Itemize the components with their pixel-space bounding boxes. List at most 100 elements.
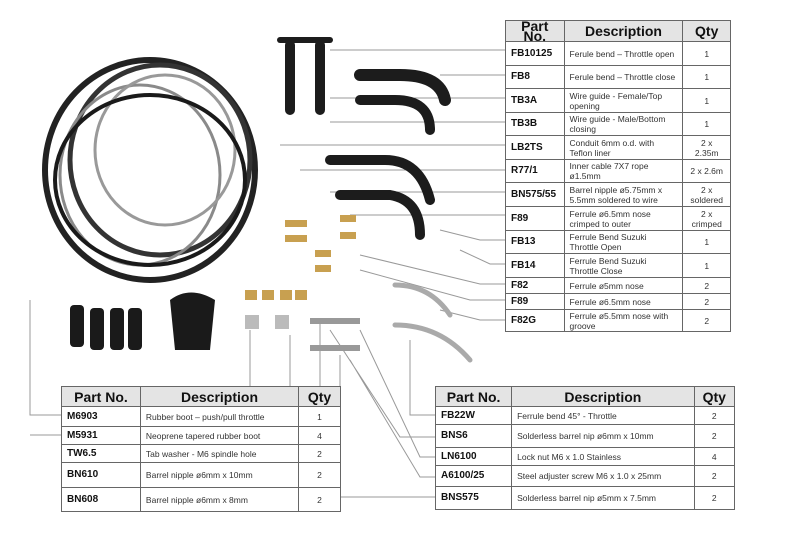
quantity-cell: 1	[682, 112, 731, 136]
quantity-cell: 1	[682, 65, 731, 89]
quantity-cell: 2	[693, 406, 736, 425]
quantity-cell: 2	[693, 424, 736, 448]
quantity-cell: 1	[682, 41, 731, 66]
description-cell: Ferrule ø6.5mm nose	[563, 293, 684, 310]
column-header: Description	[563, 20, 684, 42]
column-header: Qty	[298, 386, 341, 407]
quantity-cell: 2	[298, 462, 341, 488]
column-header: Part No.	[505, 19, 565, 43]
quantity-cell: 2	[682, 293, 731, 310]
quantity-cell: 2 x crimped	[682, 206, 731, 231]
part-number-cell: F82	[505, 277, 565, 294]
part-number-cell: BNS575	[434, 486, 513, 510]
ferrule-bends	[277, 37, 451, 240]
description-cell: Conduit 6mm o.d. with Teflon liner	[563, 135, 684, 160]
description-cell: Ferrule Bend Suzuki Throttle Close	[563, 253, 684, 278]
part-number-cell: BNS6	[434, 424, 513, 448]
description-cell: Solderless barrel nip ø6mm x 10mm	[511, 424, 695, 448]
column-header: Qty	[682, 20, 731, 42]
quantity-cell: 2 x 2.35m	[682, 135, 731, 160]
part-number-cell: R77/1	[505, 159, 565, 183]
part-number-cell: TW6.5	[61, 444, 141, 463]
description-cell: Inner cable 7X7 rope ø1.5mm	[563, 159, 684, 183]
steel-bends	[392, 282, 473, 363]
quantity-cell: 2	[298, 487, 341, 512]
description-cell: Rubber boot – push/pull throttle	[139, 406, 300, 427]
description-cell: Wire guide - Female/Top opening	[563, 88, 684, 113]
description-cell: Lock nut M6 x 1.0 Stainless	[511, 447, 695, 466]
part-number-cell: BN610	[61, 462, 141, 488]
column-header: Description	[139, 386, 300, 407]
column-header: Part No.	[61, 386, 141, 407]
quantity-cell: 1	[682, 88, 731, 113]
part-number-cell: F89	[505, 293, 565, 310]
description-cell: Steel adjuster screw M6 x 1.0 x 25mm	[511, 465, 695, 487]
description-cell: Tab washer - M6 spindle hole	[139, 444, 300, 463]
description-cell: Barrel nipple ø5.75mm x 5.5mm soldered t…	[563, 182, 684, 207]
description-cell: Neoprene tapered rubber boot	[139, 426, 300, 445]
quantity-cell: 1	[682, 230, 731, 254]
column-header: Description	[511, 386, 695, 407]
quantity-cell: 2	[682, 277, 731, 294]
part-number-cell: F82G	[505, 309, 565, 332]
quantity-cell: 2 x soldered	[682, 182, 731, 207]
part-number-cell: FB13	[505, 230, 565, 254]
quantity-cell: 4	[298, 426, 341, 445]
part-number-cell: F89	[505, 206, 565, 231]
rubber-boots	[70, 292, 215, 350]
description-cell: Wire guide - Male/Bottom closing	[563, 112, 684, 136]
description-cell: Barrel nipple ø6mm x 8mm	[139, 487, 300, 512]
part-number-cell: BN608	[61, 487, 141, 512]
part-number-cell: FB22W	[434, 406, 513, 425]
part-number-cell: M5931	[61, 426, 141, 445]
quantity-cell: 2	[682, 309, 731, 332]
description-cell: Ferrule ø6.5mm nose crimped to outer	[563, 206, 684, 231]
description-cell: Barrel nipple ø6mm x 10mm	[139, 462, 300, 488]
cable-coils	[42, 57, 258, 283]
quantity-cell: 2	[693, 465, 736, 487]
quantity-cell: 4	[693, 447, 736, 466]
part-number-cell: LN6100	[434, 447, 513, 466]
small-parts	[245, 215, 360, 351]
part-number-cell: M6903	[61, 406, 141, 427]
description-cell: Ferule bend – Throttle close	[563, 65, 684, 89]
description-cell: Ferrule ø5.5mm nose with groove	[563, 309, 684, 332]
quantity-cell: 2 x 2.6m	[682, 159, 731, 183]
part-number-cell: TB3A	[505, 88, 565, 113]
description-cell: Ferrule bend 45° - Throttle	[511, 406, 695, 425]
part-number-cell: BN575/55	[505, 182, 565, 207]
description-cell: Ferule bend – Throttle open	[563, 41, 684, 66]
description-cell: Ferrule ø5mm nose	[563, 277, 684, 294]
part-number-cell: LB2TS	[505, 135, 565, 160]
part-number-cell: FB10125	[505, 41, 565, 66]
part-number-cell: FB14	[505, 253, 565, 278]
quantity-cell: 1	[682, 253, 731, 278]
part-number-cell: A6100/25	[434, 465, 513, 487]
